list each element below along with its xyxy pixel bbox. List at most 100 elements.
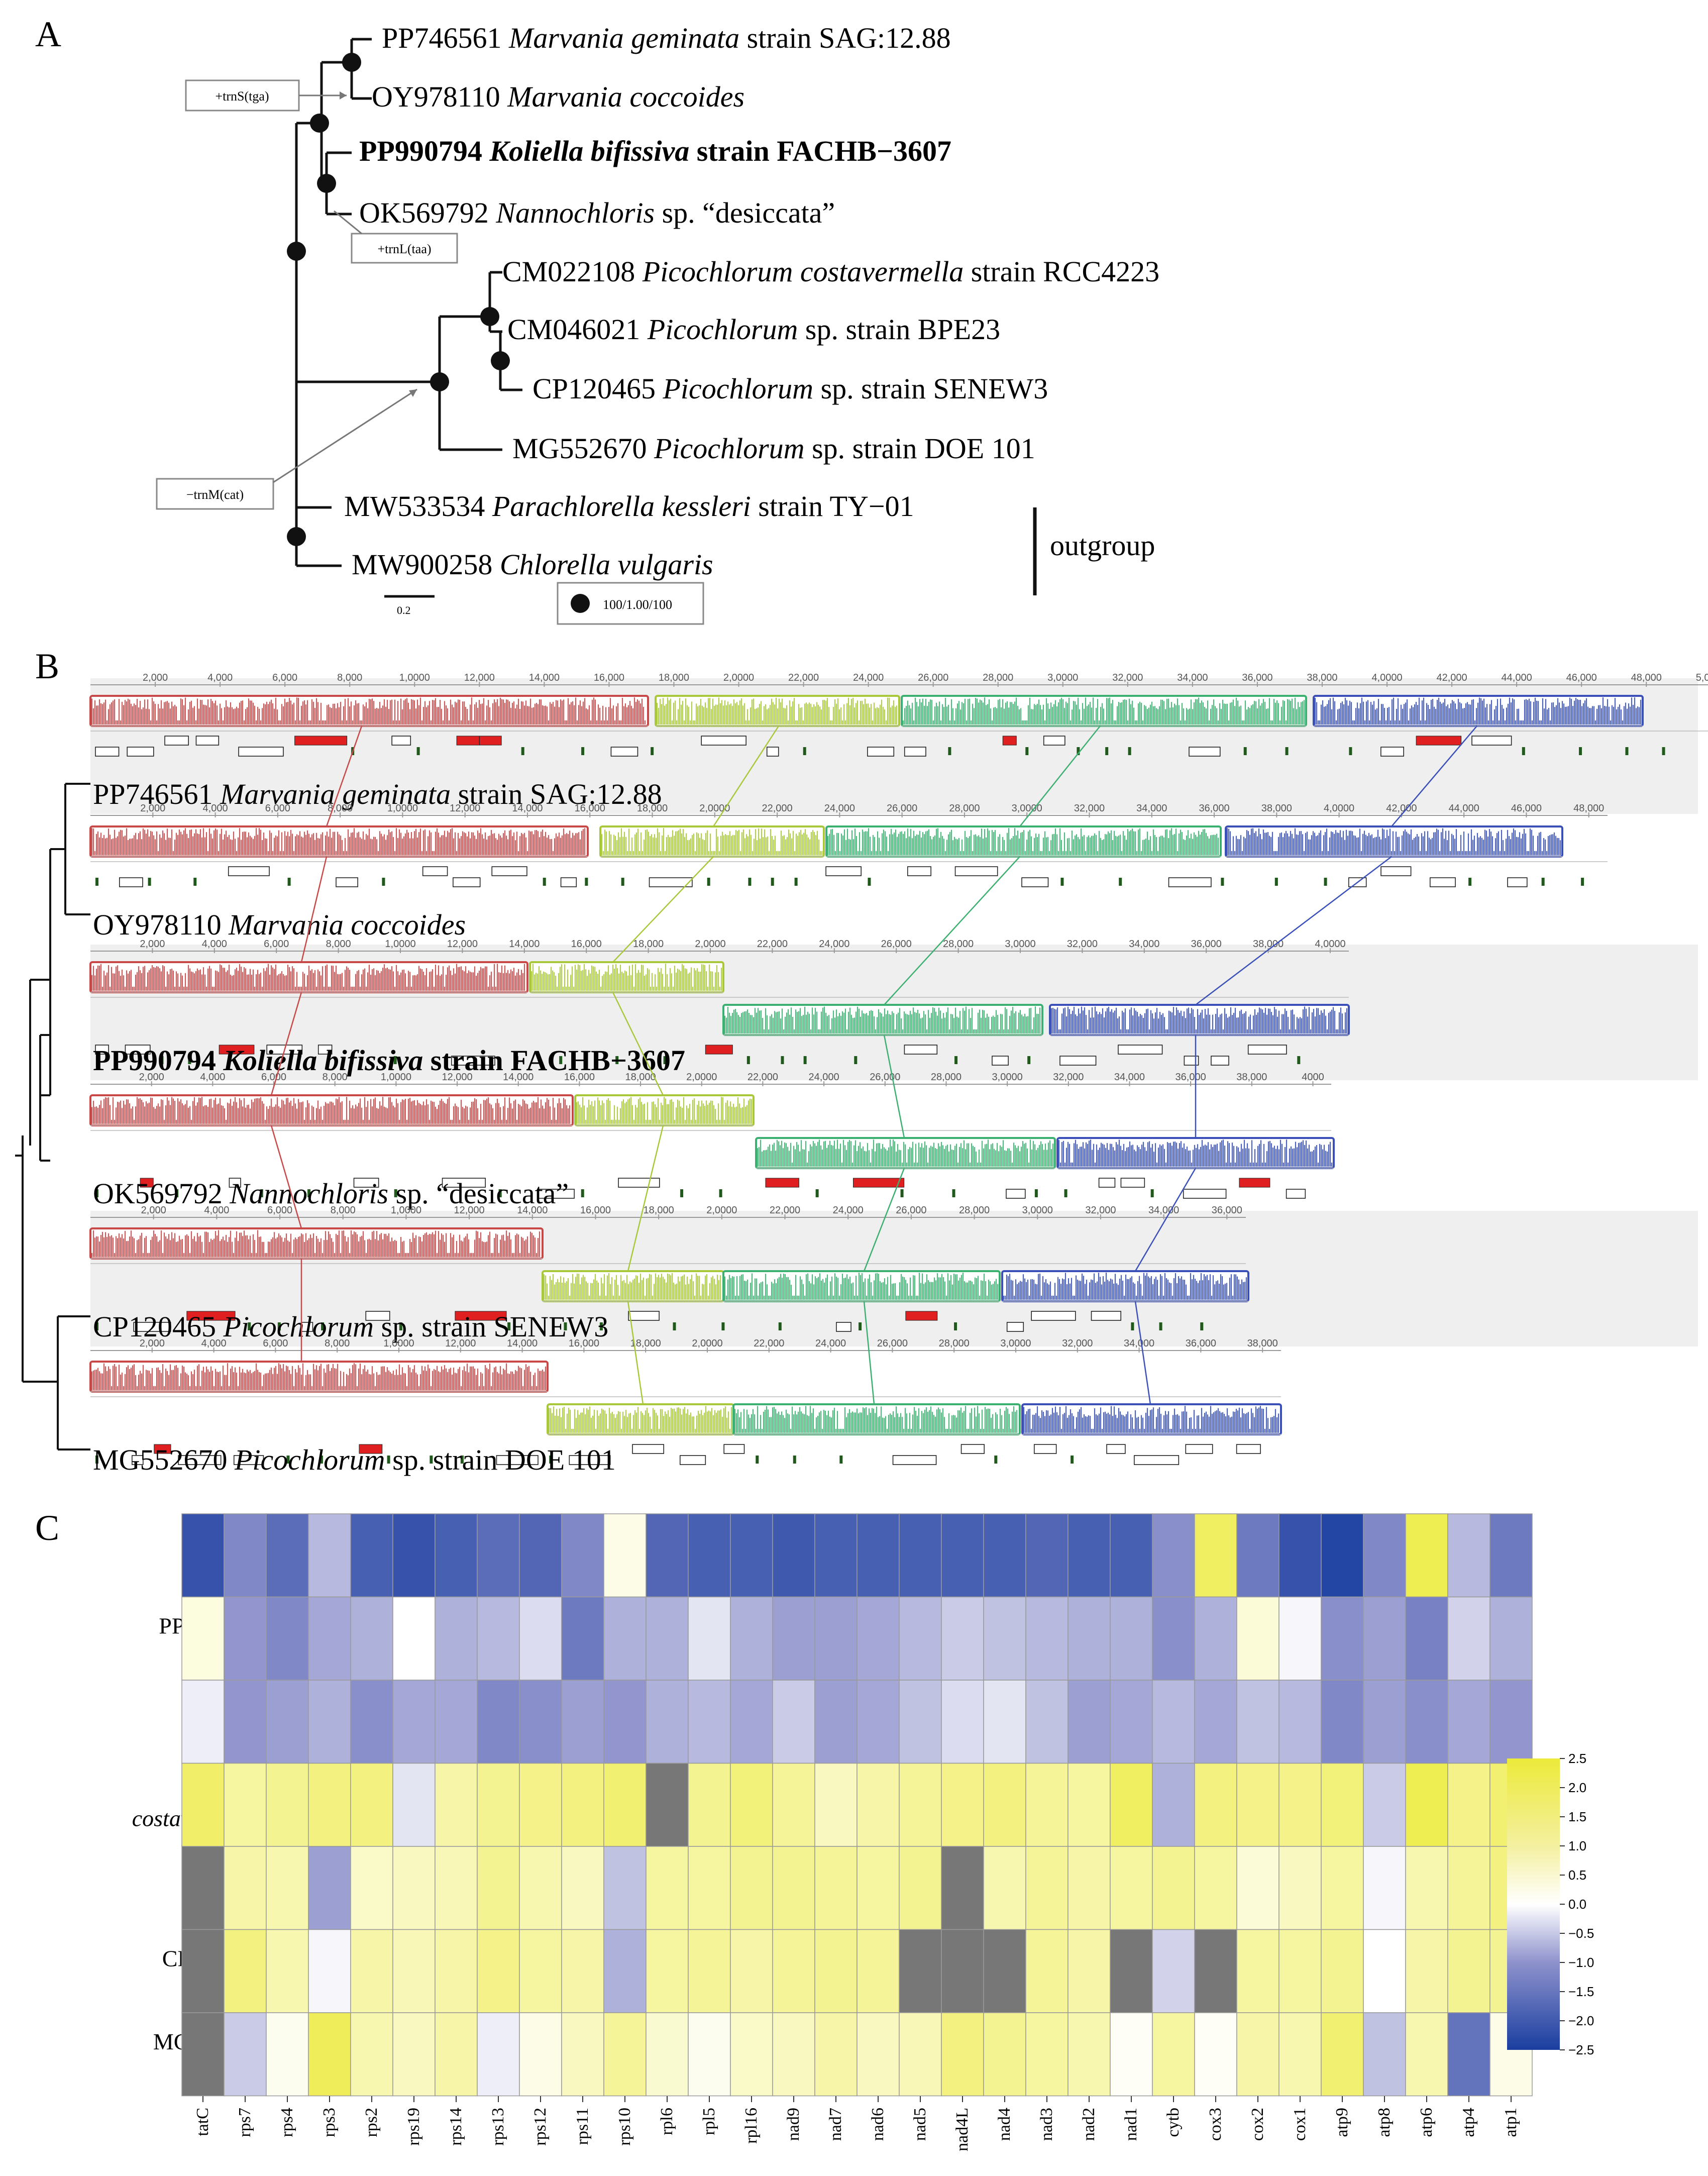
heatmap-cell — [308, 1929, 351, 2013]
heatmap-cell — [688, 1846, 731, 1930]
heatmap-cell — [772, 1929, 815, 2013]
lcb-block — [574, 1094, 755, 1126]
heatmap-cell — [730, 1763, 773, 1847]
heatmap-cell — [1152, 1929, 1195, 2013]
heatmap-cell — [561, 2012, 604, 2097]
ruler-tick-label: 24,000 — [833, 1205, 864, 1216]
gene-label: nad4 — [995, 2108, 1014, 2141]
ruler-tick-label: 12,000 — [447, 939, 478, 950]
heatmap-cell — [561, 1596, 604, 1681]
ruler-tick-label: 36,000 — [1186, 1338, 1216, 1349]
species-name: Picochlorum — [647, 313, 798, 346]
ruler-tick-label: 3,0000 — [1012, 803, 1042, 814]
taxon-label: PP746561 Marvania geminata strain SAG:12… — [382, 22, 951, 54]
ruler-tick-label: 24,000 — [809, 1072, 839, 1083]
heatmap-cell — [1152, 1846, 1195, 1930]
heatmap-cell — [983, 1929, 1026, 2013]
heatmap-cell — [435, 1513, 478, 1598]
species-name: Marvania geminata — [220, 778, 451, 810]
ruler-tick-label: 34,000 — [1148, 1205, 1179, 1216]
heatmap-cell — [814, 1763, 858, 1847]
ruler-tick-label: 12,000 — [450, 803, 480, 814]
heatmap-cell — [350, 1846, 393, 1930]
taxon-label: OY978110 Marvania coccoides — [93, 908, 466, 941]
species-name: Koliella bifissiva — [489, 135, 689, 167]
lcb-block — [901, 695, 1307, 727]
ruler-tick-label: 26,000 — [896, 1205, 926, 1216]
heatmap-cell — [1278, 1513, 1322, 1598]
heatmap-cell — [224, 1596, 267, 1681]
accession: MW533534 — [344, 490, 485, 523]
heatmap-cell — [688, 1929, 731, 2013]
ruler-tick-label: 2,000 — [141, 1205, 166, 1216]
heatmap-cell — [519, 1513, 562, 1598]
colorbar-tick-label: 2.5 — [1568, 1751, 1586, 1766]
species-name: Picochlorum — [662, 372, 813, 405]
lcb-block — [89, 695, 649, 727]
heatmap-cell — [688, 1596, 731, 1681]
ruler-tick-label: 2,000 — [140, 1338, 165, 1349]
heatmap-cell — [1194, 1513, 1237, 1598]
ruler-tick-label: 3,0000 — [1047, 672, 1078, 683]
ruler-tick-label: 3,0000 — [992, 1072, 1023, 1083]
ruler-tick-label: 24,000 — [824, 803, 855, 814]
lcb-block — [547, 1403, 734, 1435]
ruler-tick-label: 8,000 — [331, 1205, 356, 1216]
strain-text: strain FACHB−3607 — [423, 1044, 685, 1077]
ruler-tick-label: 16,000 — [569, 1338, 599, 1349]
ruler-tick-label: 4,000 — [201, 1338, 227, 1349]
heatmap-cell — [941, 1680, 984, 1764]
heatmap-cell — [224, 1929, 267, 2013]
heatmap-cell — [350, 2012, 393, 2097]
tree-branches — [289, 38, 522, 567]
heatmap-cell — [1447, 1763, 1490, 1847]
heatmap-cell — [266, 1846, 309, 1930]
heatmap-cell — [1363, 2012, 1406, 2097]
ruler-tick-label: 4,0000 — [1371, 672, 1402, 683]
heatmap-cell — [1110, 1596, 1153, 1681]
heatmap-cell — [899, 1929, 942, 2013]
synteny-link — [1134, 1168, 1197, 1272]
heatmap-cell — [1194, 1596, 1237, 1681]
ruler-tick-label: 2,0000 — [723, 672, 754, 683]
heatmap-cell — [1110, 1929, 1153, 2013]
heatmap-cell — [1321, 1929, 1364, 2013]
gene-label: cox1 — [1291, 2108, 1309, 2141]
heatmap-cell — [519, 1680, 562, 1764]
heatmap-cell — [1363, 1596, 1406, 1681]
heatmap-cell — [646, 1763, 689, 1847]
heatmap-cell — [772, 1513, 815, 1598]
heatmap-cell — [435, 2012, 478, 2097]
ruler-tick-label: 12,000 — [454, 1205, 485, 1216]
ruler-tick-label: 8,000 — [325, 1338, 350, 1349]
species-name: Nannochloris — [495, 196, 655, 229]
legend-dot — [571, 594, 590, 613]
heatmap-cell — [899, 2012, 942, 2097]
panel-a-letter: A — [35, 14, 61, 54]
heatmap-cell — [1278, 1596, 1322, 1681]
heatmap-cell — [1110, 1680, 1153, 1764]
synteny-link — [884, 856, 1020, 1005]
ruler-tick-label: 4,0000 — [1324, 803, 1354, 814]
ruler-tick-label: 32,000 — [1053, 1072, 1084, 1083]
heatmap-cell — [1405, 1846, 1448, 1930]
ruler-tick-label: 26,000 — [877, 1338, 908, 1349]
synteny-link — [863, 1168, 905, 1272]
heatmap-cell — [857, 1596, 900, 1681]
synteny-link — [1134, 1301, 1151, 1405]
heatmap-cell — [1025, 1680, 1069, 1764]
heatmap-cell — [941, 1929, 984, 2013]
heatmap-cell — [857, 1929, 900, 2013]
ruler-tick-label: 28,000 — [983, 672, 1013, 683]
taxon-label: OK569792 Nannochloris sp. “desiccata” — [359, 196, 835, 229]
accession: PP746561 — [93, 778, 213, 810]
heatmap-cell — [477, 1680, 520, 1764]
heatmap-cell — [308, 1596, 351, 1681]
ruler-tick-label: 42,000 — [1436, 672, 1467, 683]
strain-text: sp. “desiccata” — [655, 196, 835, 229]
ruler-tick-label: 24,000 — [819, 939, 849, 950]
strain-text: sp. strain SENEW3 — [374, 1310, 608, 1343]
